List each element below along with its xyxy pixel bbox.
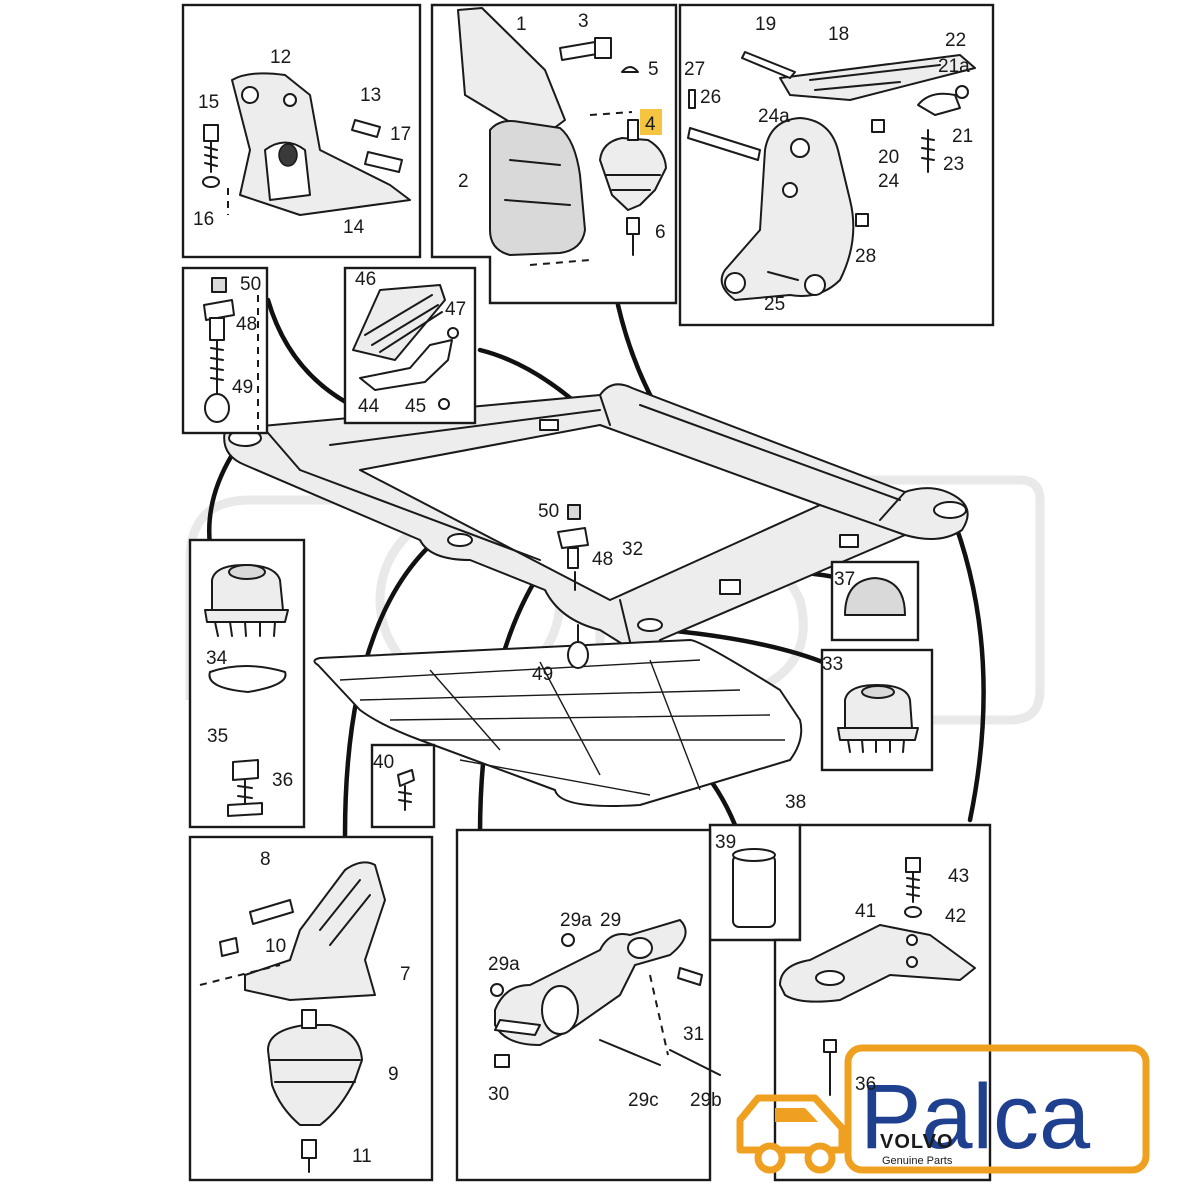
callout-8: 8 [260,849,271,870]
callout-47: 47 [445,299,466,320]
box-parts-34-36 [188,538,306,829]
callout-21a: 21a [938,56,970,77]
callout-45: 45 [405,396,426,417]
callout-40: 40 [373,752,394,773]
callout-6: 6 [655,222,666,243]
callout-50-left: 50 [240,274,261,295]
callout-30: 30 [488,1084,509,1105]
box-engine-mount-left [188,835,434,1182]
callout-19: 19 [755,14,776,35]
box-torque-rod-29 [455,828,721,1182]
brand-name: Palca [860,1066,1091,1168]
callout-27: 27 [684,59,705,80]
callout-15: 15 [198,92,219,113]
callout-36-left: 36 [272,770,293,791]
callout-9: 9 [388,1064,399,1085]
callout-34: 34 [206,648,228,669]
box-part-37 [830,560,920,642]
callout-28: 28 [855,246,876,267]
callout-49-center: 49 [532,664,553,685]
callout-24: 24 [878,171,900,192]
callout-17: 17 [390,124,411,145]
callout-48-center: 48 [592,549,613,570]
palca-logo: Palca [736,1044,1150,1174]
box-bracket-41 [773,823,992,1182]
callout-32: 32 [622,539,643,560]
callout-36-right: 36 [855,1074,876,1095]
subframe-32 [223,383,969,653]
oem-genuine-text: Genuine Parts [882,1155,953,1167]
callout-5: 5 [648,59,659,80]
callout-50-center: 50 [538,501,559,522]
callout-38: 38 [785,792,806,813]
callout-29a-left: 29a [488,954,520,975]
callout-37: 37 [834,569,855,590]
box-engine-mount-4 [430,3,678,305]
callout-31: 31 [683,1024,704,1045]
callout-41: 41 [855,901,876,922]
callout-2: 2 [458,171,469,192]
callout-11: 11 [352,1146,372,1167]
callout-10: 10 [265,936,286,957]
box-part-40 [370,743,436,829]
callout-42: 42 [945,906,966,927]
callout-48-left: 48 [236,314,257,335]
callout-1: 1 [516,14,527,35]
callout-22: 22 [945,30,966,51]
callout-12: 12 [270,47,291,68]
callout-24a: 24a [758,106,790,127]
callout-29: 29 [600,910,621,931]
callout-14: 14 [343,217,365,238]
callout-20: 20 [878,147,899,168]
callout-labels: 1 2 3 4 5 6 7 8 9 10 11 12 13 14 15 16 1… [193,11,973,1167]
highlight-part-4 [640,109,662,135]
callout-39: 39 [715,832,736,853]
callout-35: 35 [207,726,228,747]
box-engine-bracket-left [181,3,422,259]
callout-44: 44 [358,396,380,417]
oem-logo-text: VOLVO [880,1131,954,1153]
callout-7: 7 [400,964,411,985]
callout-46: 46 [355,269,376,290]
oem-badge: VOLVO Genuine Parts [880,1131,954,1167]
box-torque-rod-bracket [678,3,995,327]
box-part-39 [708,823,802,942]
callout-49-left: 49 [232,377,253,398]
center-mount-parts [557,504,589,669]
callout-29a-top: 29a [560,910,592,931]
box-part-33 [820,648,934,772]
callout-25: 25 [764,294,785,315]
callout-3: 3 [578,11,589,32]
box-parts-48-49-50 [181,266,269,435]
skid-plate-38 [313,639,803,807]
callout-21: 21 [952,126,973,147]
callout-29b: 29b [690,1090,722,1111]
callout-16: 16 [193,209,214,230]
callout-33: 33 [822,654,843,675]
callout-18: 18 [828,24,849,45]
box-parts-44-47 [343,266,477,425]
callout-13: 13 [360,85,381,106]
callout-4: 4 [645,114,656,135]
callout-26: 26 [700,87,721,108]
callout-43: 43 [948,866,969,887]
callout-23: 23 [943,154,964,175]
callout-29c: 29c [628,1090,659,1111]
